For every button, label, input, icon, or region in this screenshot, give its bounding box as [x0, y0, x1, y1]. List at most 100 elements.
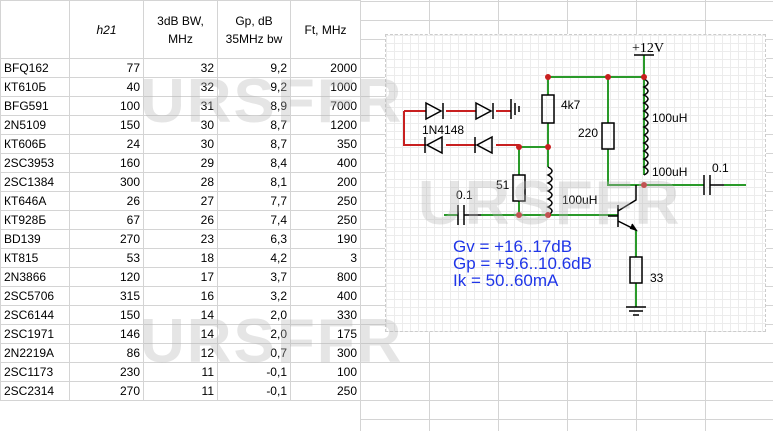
value-cell[interactable]: 330	[290, 305, 361, 325]
value-cell[interactable]: 31	[143, 96, 218, 116]
value-cell[interactable]: 17	[143, 267, 218, 287]
value-cell[interactable]: 315	[69, 286, 144, 306]
value-cell[interactable]: 8,1	[217, 172, 291, 192]
device-name-cell[interactable]: 2N3866	[0, 267, 70, 287]
value-cell[interactable]: 300	[290, 343, 361, 363]
header-cell[interactable]: Gp, dB 35MHz bw	[217, 0, 291, 59]
diode-label: 1N4148	[422, 123, 465, 137]
value-cell[interactable]: 3	[290, 248, 361, 268]
value-cell[interactable]: 146	[69, 324, 144, 344]
value-cell[interactable]: 250	[290, 210, 361, 230]
value-cell[interactable]: 400	[290, 153, 361, 173]
value-cell[interactable]: 8,4	[217, 153, 291, 173]
value-cell[interactable]: 14	[143, 324, 218, 344]
device-name-cell[interactable]: BFG591	[0, 96, 70, 116]
value-cell[interactable]: 16	[143, 286, 218, 306]
device-name-cell[interactable]: 2SC1384	[0, 172, 70, 192]
device-name-cell[interactable]: 2N2219A	[0, 343, 70, 363]
value-cell[interactable]: 53	[69, 248, 144, 268]
value-cell[interactable]: 8,7	[217, 115, 291, 135]
value-cell[interactable]: 23	[143, 229, 218, 249]
value-cell[interactable]: 32	[143, 77, 218, 97]
value-cell[interactable]: 26	[69, 191, 144, 211]
value-cell[interactable]: 2,0	[217, 305, 291, 325]
value-cell[interactable]: 7,4	[217, 210, 291, 230]
value-cell[interactable]: 27	[143, 191, 218, 211]
value-cell[interactable]: 12	[143, 343, 218, 363]
device-name-cell[interactable]: 2SC3953	[0, 153, 70, 173]
value-cell[interactable]: 11	[143, 362, 218, 382]
device-name-cell[interactable]: КТ815	[0, 248, 70, 268]
value-cell[interactable]: -0,1	[217, 362, 291, 382]
value-cell[interactable]: 77	[69, 58, 144, 78]
header-cell[interactable]: Ft, MHz	[290, 0, 361, 59]
value-cell[interactable]: 9,2	[217, 77, 291, 97]
device-name-cell[interactable]: 2N5109	[0, 115, 70, 135]
value-cell[interactable]: 250	[290, 191, 361, 211]
header-cell[interactable]	[0, 0, 70, 59]
value-cell[interactable]: 2,0	[217, 324, 291, 344]
value-cell[interactable]: 26	[143, 210, 218, 230]
value-cell[interactable]: 1000	[290, 77, 361, 97]
value-cell[interactable]: 250	[290, 381, 361, 401]
value-cell[interactable]: 7,7	[217, 191, 291, 211]
circuit-diagram	[403, 54, 746, 316]
device-name-cell[interactable]: 2SC6144	[0, 305, 70, 325]
value-cell[interactable]: 86	[69, 343, 144, 363]
value-cell[interactable]: 190	[290, 229, 361, 249]
value-cell[interactable]: 3,2	[217, 286, 291, 306]
value-cell[interactable]: 11	[143, 381, 218, 401]
value-cell[interactable]: 100	[290, 362, 361, 382]
value-cell[interactable]: 28	[143, 172, 218, 192]
r-input-label: 51	[496, 178, 510, 192]
value-cell[interactable]: 270	[69, 381, 144, 401]
value-cell[interactable]: 14	[143, 305, 218, 325]
device-name-cell[interactable]: BD139	[0, 229, 70, 249]
value-cell[interactable]: 30	[143, 134, 218, 154]
header-cell[interactable]: 3dB BW, MHz	[143, 0, 218, 59]
device-name-cell[interactable]: 2SC1971	[0, 324, 70, 344]
value-cell[interactable]: 4,2	[217, 248, 291, 268]
value-cell[interactable]: 150	[69, 115, 144, 135]
value-cell[interactable]: 8,7	[217, 134, 291, 154]
value-cell[interactable]: 40	[69, 77, 144, 97]
value-cell[interactable]: 230	[69, 362, 144, 382]
device-name-cell[interactable]: КТ610Б	[0, 77, 70, 97]
value-cell[interactable]: 32	[143, 58, 218, 78]
value-cell[interactable]: 3,7	[217, 267, 291, 287]
value-cell[interactable]: 800	[290, 267, 361, 287]
value-cell[interactable]: 150	[69, 305, 144, 325]
value-cell[interactable]: 100	[69, 96, 144, 116]
value-cell[interactable]: 200	[290, 172, 361, 192]
value-cell[interactable]: 8,9	[217, 96, 291, 116]
value-cell[interactable]: 1200	[290, 115, 361, 135]
device-name-cell[interactable]: 2SC1173	[0, 362, 70, 382]
device-name-cell[interactable]: КТ646А	[0, 191, 70, 211]
value-cell[interactable]: 29	[143, 153, 218, 173]
value-cell[interactable]: 7000	[290, 96, 361, 116]
device-name-cell[interactable]: 2SC2314	[0, 381, 70, 401]
r-top-label: 4k7	[561, 98, 581, 112]
device-name-cell[interactable]: 2SC5706	[0, 286, 70, 306]
value-cell[interactable]: 30	[143, 115, 218, 135]
device-name-cell[interactable]: КТ606Б	[0, 134, 70, 154]
value-cell[interactable]: 350	[290, 134, 361, 154]
value-cell[interactable]: 9,2	[217, 58, 291, 78]
value-cell[interactable]: -0,1	[217, 381, 291, 401]
header-cell[interactable]: h21	[69, 0, 144, 59]
value-cell[interactable]: 24	[69, 134, 144, 154]
value-cell[interactable]: 175	[290, 324, 361, 344]
value-cell[interactable]: 300	[69, 172, 144, 192]
value-cell[interactable]: 270	[69, 229, 144, 249]
device-name-cell[interactable]: КТ928Б	[0, 210, 70, 230]
value-cell[interactable]: 18	[143, 248, 218, 268]
device-name-cell[interactable]: BFQ162	[0, 58, 70, 78]
value-cell[interactable]: 120	[69, 267, 144, 287]
value-cell[interactable]: 0,7	[217, 343, 291, 363]
value-cell[interactable]: 160	[69, 153, 144, 173]
value-cell[interactable]: 67	[69, 210, 144, 230]
value-cell[interactable]: 6,3	[217, 229, 291, 249]
value-cell[interactable]: 400	[290, 286, 361, 306]
value-cell[interactable]: 2000	[290, 58, 361, 78]
